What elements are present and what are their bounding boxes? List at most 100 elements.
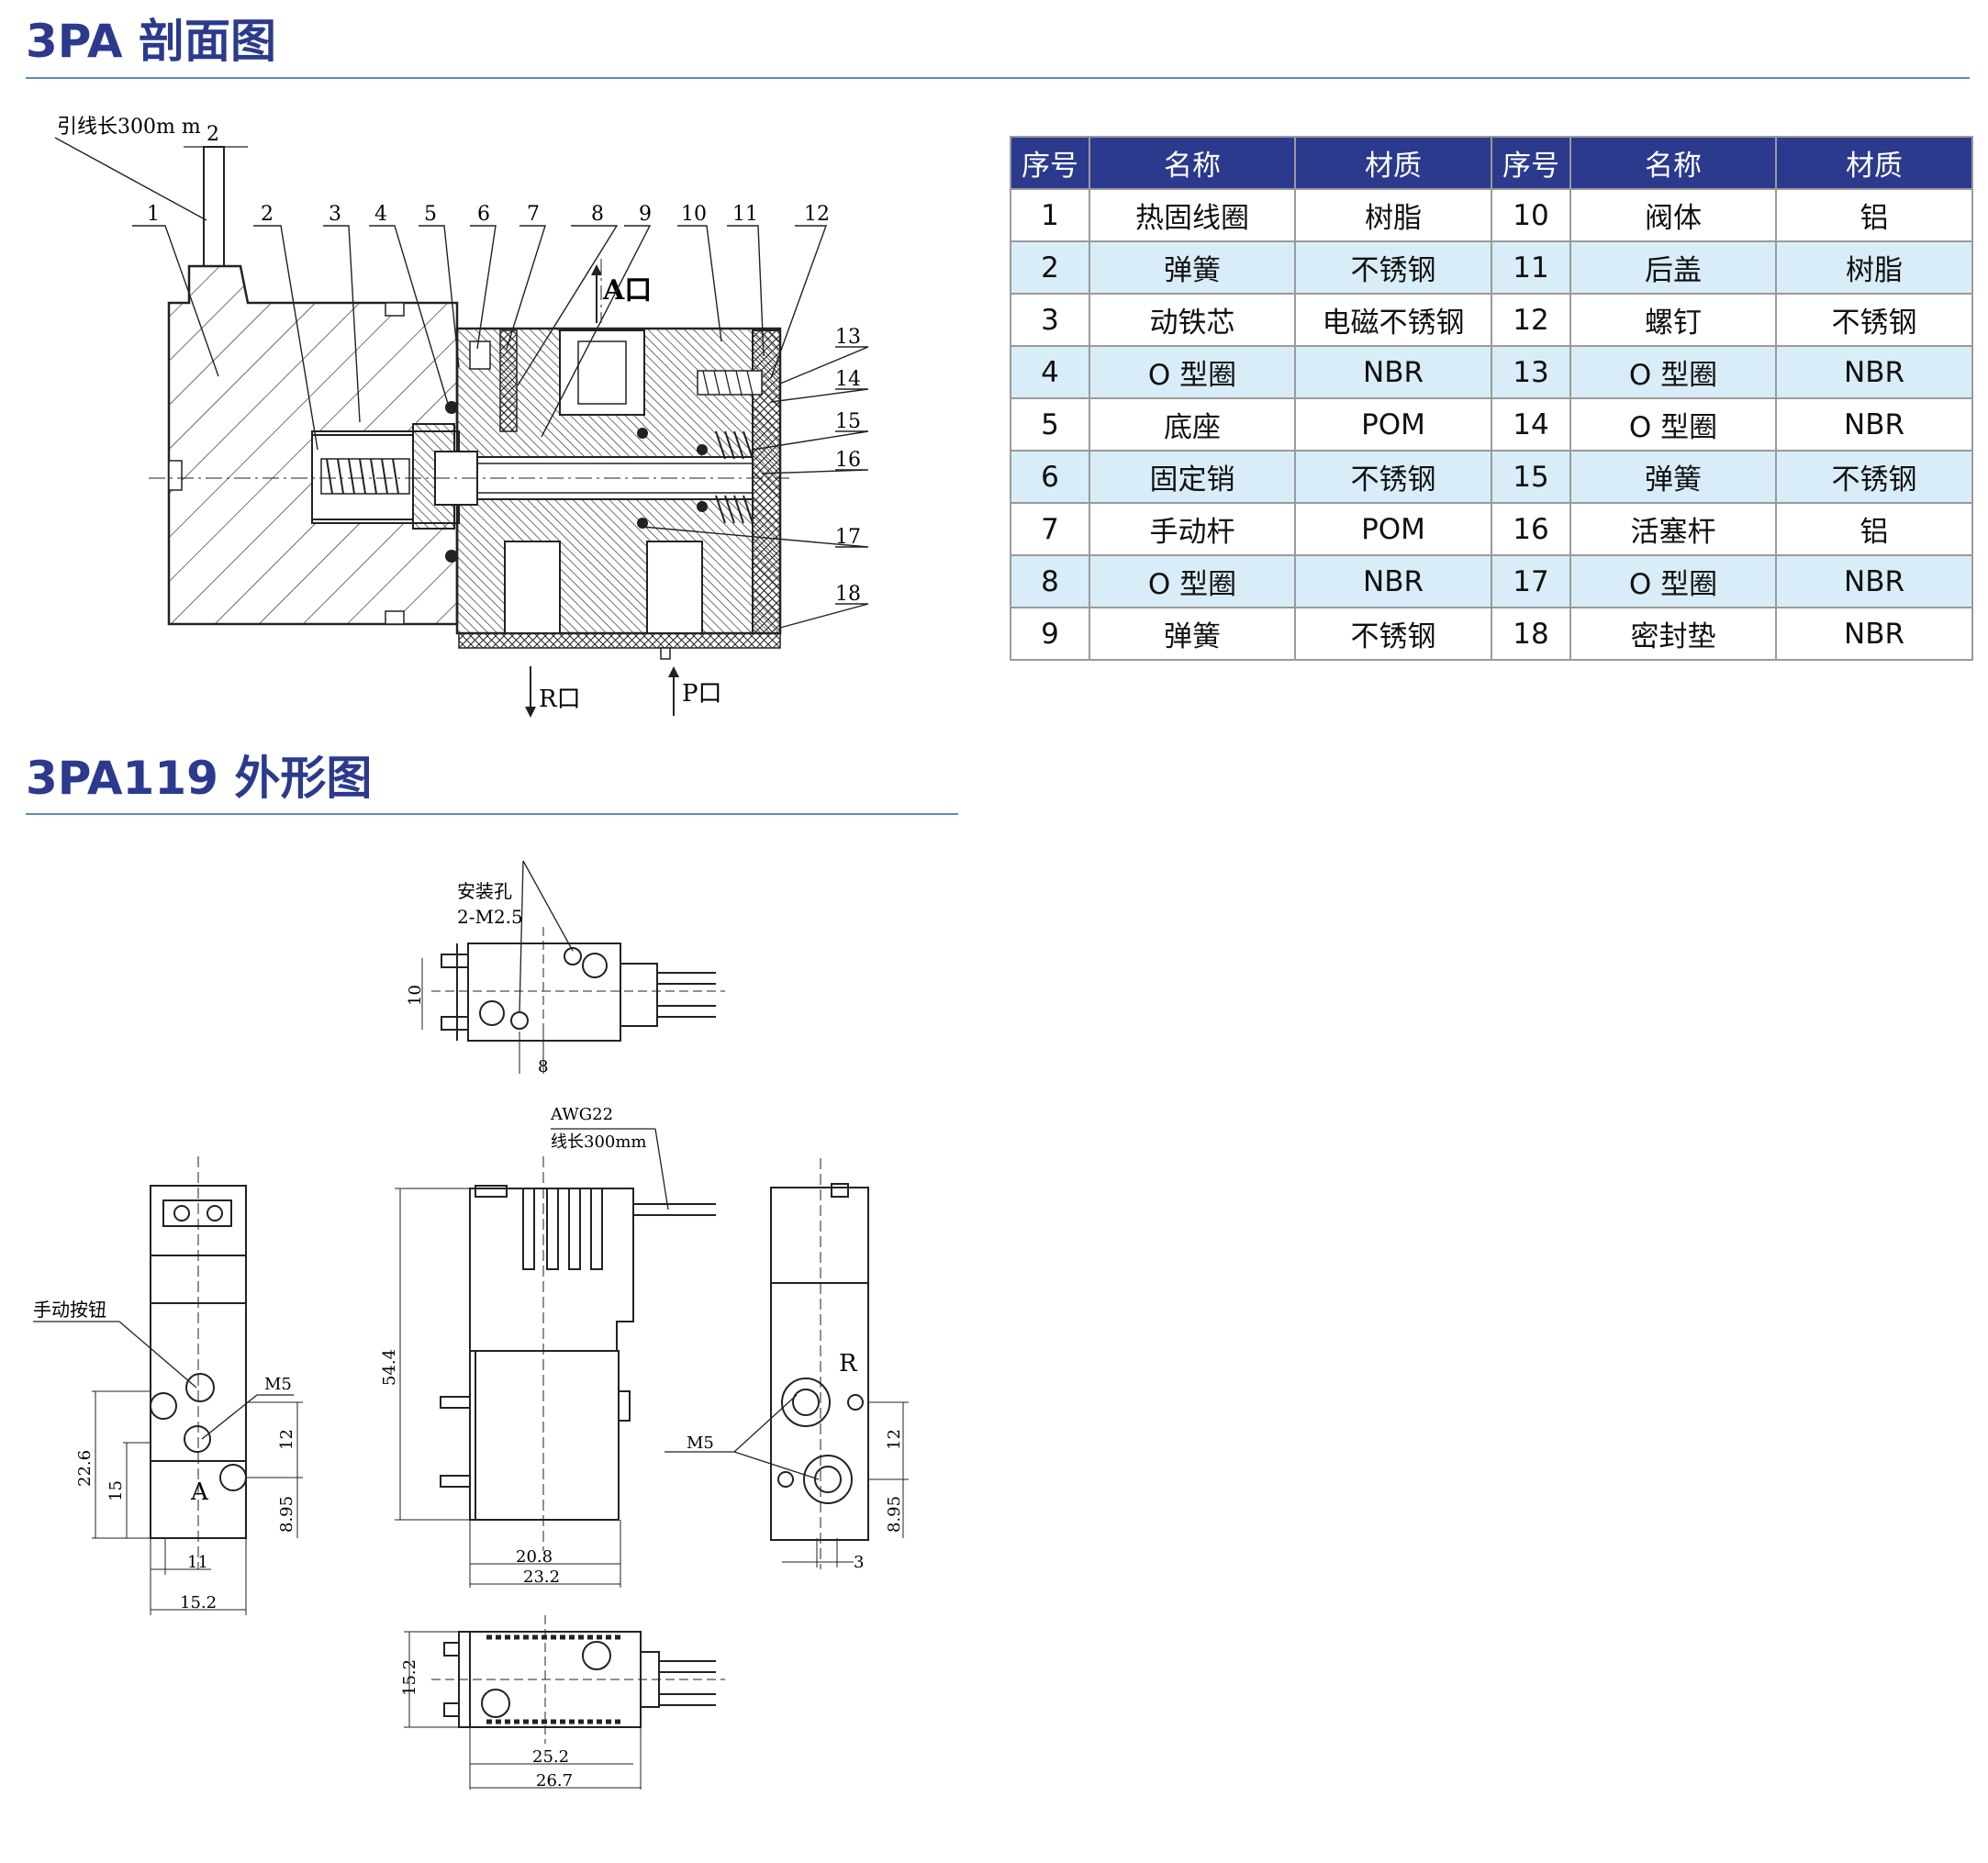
outline-drawing: 安装孔 2-M2.5 10 8 AWG22 线长300mm 手动按钮 M5 A … [33, 860, 909, 1790]
header-index: 序号 [1010, 136, 1090, 190]
cell: NBR [1775, 397, 1973, 452]
cell: 2 [1010, 240, 1090, 295]
mounting-hole-label: 安装孔 [457, 880, 512, 902]
header-material: 材质 [1294, 136, 1492, 190]
cell: NBR [1775, 554, 1973, 608]
cell: 密封垫 [1569, 607, 1777, 661]
callout-11: 11 [732, 203, 758, 226]
cell: O 型圈 [1089, 345, 1296, 399]
bottom-dim-15.2: 15.2 [400, 1659, 419, 1696]
cell: 动铁芯 [1089, 293, 1296, 347]
lead-wire [203, 146, 225, 267]
cell: 9 [1010, 607, 1090, 661]
wire-gauge-label: AWG22 [550, 1105, 613, 1124]
section-title-cross-section: 3PA 剖面图 [26, 15, 276, 68]
header-name: 名称 [1089, 136, 1296, 190]
cell: 铝 [1775, 502, 1973, 556]
callout-1: 1 [147, 203, 160, 226]
cell: 树脂 [1294, 188, 1492, 242]
front-dim-20.8: 20.8 [516, 1547, 553, 1567]
bottom-dim-26.7: 26.7 [536, 1771, 573, 1790]
cell: O 型圈 [1569, 345, 1777, 399]
lead-length-label: 引线长300m m [57, 116, 201, 139]
front-dim-23.2: 23.2 [523, 1567, 560, 1587]
right-port-letter: R [839, 1350, 858, 1378]
plunger-spring [311, 423, 455, 530]
right-view [665, 1158, 909, 1569]
cell: 不锈钢 [1294, 240, 1492, 295]
callout-16: 16 [835, 449, 861, 472]
section-title-outline: 3PA119 外形图 [26, 752, 373, 805]
cell: O 型圈 [1569, 554, 1777, 608]
right-m5-label: M5 [687, 1434, 714, 1453]
cell: 16 [1491, 502, 1571, 556]
callout-5: 5 [424, 203, 437, 226]
header-index: 序号 [1491, 136, 1571, 190]
top-view [421, 860, 725, 1074]
callout-3: 3 [329, 203, 341, 226]
callout-7: 7 [527, 203, 540, 226]
left-dim-15.2: 15.2 [180, 1593, 217, 1612]
cell: 不锈钢 [1775, 293, 1973, 347]
cell: 手动杆 [1089, 502, 1296, 556]
section-divider [26, 813, 958, 815]
section-divider [26, 77, 1970, 79]
callout-8: 8 [591, 203, 604, 226]
cell: O 型圈 [1569, 397, 1777, 452]
callout-10: 10 [681, 203, 707, 226]
cross-section-drawing: 引线长300m m 2 [54, 116, 869, 718]
left-dim-8.95: 8.95 [277, 1496, 296, 1533]
cell: 11 [1491, 240, 1571, 295]
wire-length-label: 线长300mm [551, 1132, 647, 1152]
port-r-label: R口 [539, 686, 581, 713]
cell: 7 [1010, 502, 1090, 556]
cell: POM [1294, 502, 1492, 556]
bottom-view [404, 1615, 725, 1790]
cell: 15 [1491, 450, 1571, 504]
cell: 1 [1010, 188, 1090, 242]
cell: 弹簧 [1089, 607, 1296, 661]
cell: 活塞杆 [1569, 502, 1777, 556]
right-dim-8.95: 8.95 [885, 1496, 904, 1533]
cell: NBR [1775, 607, 1973, 661]
cell: 螺钉 [1569, 293, 1777, 347]
left-m5-label: M5 [264, 1375, 292, 1394]
cell: 不锈钢 [1294, 607, 1492, 661]
top-dim-10: 10 [406, 985, 425, 1006]
header-name: 名称 [1569, 136, 1777, 190]
cell: 5 [1010, 397, 1090, 452]
callout-2: 2 [261, 203, 274, 226]
cell: 后盖 [1569, 240, 1777, 295]
cell: 13 [1491, 345, 1571, 399]
cell: 阀体 [1569, 188, 1777, 242]
mounting-hole-spec: 2-M2.5 [457, 906, 523, 928]
right-dim-3: 3 [854, 1553, 864, 1572]
callout-9: 9 [639, 203, 652, 226]
callout-17: 17 [835, 526, 861, 549]
cell: POM [1294, 397, 1492, 452]
cell: 8 [1010, 554, 1090, 608]
cell: NBR [1294, 345, 1492, 399]
cell: NBR [1294, 554, 1492, 608]
left-port-letter: A [190, 1478, 209, 1506]
manual-button-label: 手动按钮 [33, 1299, 106, 1321]
right-dim-12: 12 [885, 1429, 904, 1450]
callout-15: 15 [835, 410, 861, 433]
header-material: 材质 [1775, 136, 1973, 190]
cell: 电磁不锈钢 [1294, 293, 1492, 347]
left-dim-11: 11 [187, 1553, 208, 1572]
left-dim-22.6: 22.6 [75, 1450, 95, 1487]
callout-12: 12 [804, 203, 830, 226]
front-dim-54.4: 54.4 [380, 1349, 399, 1386]
bottom-dim-25.2: 25.2 [532, 1747, 569, 1767]
